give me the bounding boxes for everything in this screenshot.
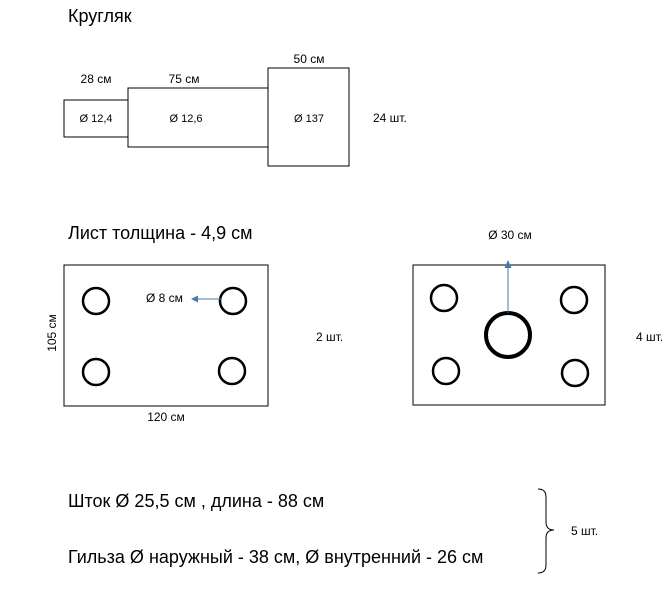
plate2-quantity: 4 шт. bbox=[636, 330, 663, 344]
plate1-hole-top-right bbox=[218, 286, 248, 316]
plate1-outline bbox=[63, 264, 269, 407]
plate2-center-hole-label: Ø 30 см bbox=[488, 228, 532, 242]
plate1-hole-bottom-left bbox=[81, 357, 111, 387]
plate2-center-arrowhead bbox=[504, 260, 512, 268]
plate2-hole-bottom-right bbox=[560, 358, 590, 388]
segment1-diameter: Ø 12,4 bbox=[79, 113, 112, 125]
segment3-length: 50 см bbox=[294, 52, 325, 66]
plate1-hole-label: Ø 8 см bbox=[146, 291, 183, 305]
rod-group-quantity: 5 шт. bbox=[571, 524, 598, 538]
segment3-diameter: Ø 137 bbox=[294, 113, 324, 125]
group-brace bbox=[537, 488, 555, 574]
round-section-title: Кругляк bbox=[68, 6, 132, 26]
round-quantity: 24 шт. bbox=[373, 111, 407, 125]
rod-spec: Шток Ø 25,5 см , длина - 88 см bbox=[68, 491, 324, 511]
sleeve-spec: Гильза Ø наружный - 38 см, Ø внутренний … bbox=[68, 547, 483, 567]
segment2-diameter: Ø 12,6 bbox=[169, 113, 202, 125]
segment2-length: 75 см bbox=[169, 72, 200, 86]
plate1-hole-arrowhead bbox=[191, 295, 198, 303]
round-segment-3 bbox=[267, 67, 350, 167]
sheet-section-title: Лист толщина - 4,9 см bbox=[68, 223, 252, 243]
plate1-hole-top-left bbox=[81, 286, 111, 316]
plate1-quantity: 2 шт. bbox=[316, 330, 343, 344]
plate2-center-hole bbox=[484, 311, 532, 359]
plate2-hole-bottom-left bbox=[431, 356, 461, 386]
plate1-hole-bottom-right bbox=[217, 356, 247, 386]
plate1-width-label: 120 см bbox=[147, 410, 185, 424]
plate2-hole-top-left bbox=[429, 283, 459, 313]
plate2-hole-top-right bbox=[559, 285, 589, 315]
segment1-length: 28 см bbox=[81, 72, 112, 86]
plate1-height-label: 105 см bbox=[45, 314, 59, 352]
